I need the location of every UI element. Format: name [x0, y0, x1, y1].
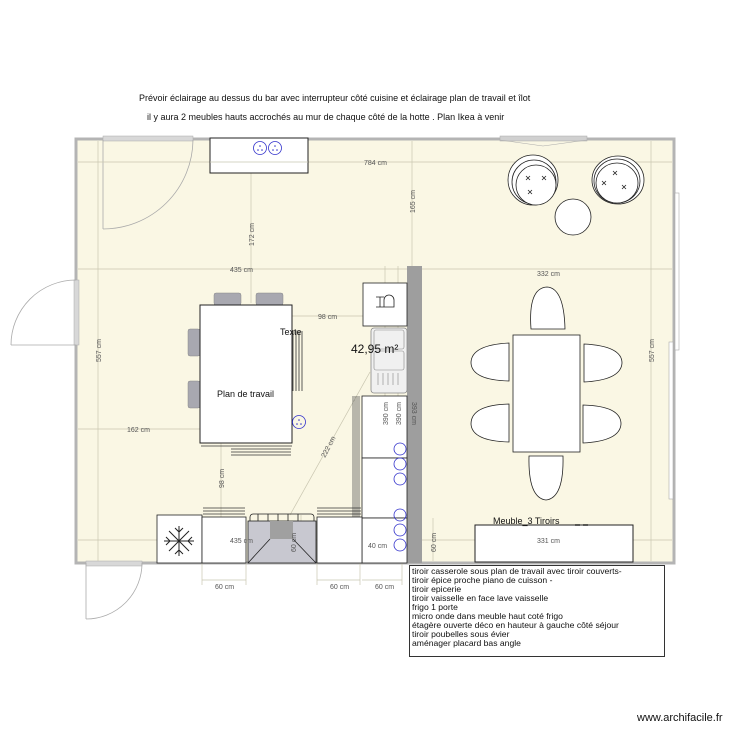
- door-bottom-left[interactable]: [85, 560, 143, 620]
- svg-text:331 cm: 331 cm: [537, 538, 560, 545]
- svg-text:332 cm: 332 cm: [537, 271, 560, 278]
- svg-text:390 cm: 390 cm: [383, 402, 390, 425]
- bar-counter[interactable]: [209, 137, 309, 174]
- todo-item: tiroir vaisselle en face lave vaisselle: [412, 593, 549, 603]
- island[interactable]: [199, 304, 293, 444]
- door-left[interactable]: [10, 279, 80, 346]
- watermark-link[interactable]: www.archifacile.fr: [637, 712, 723, 724]
- island-chairs[interactable]: [187, 292, 284, 409]
- range-hood[interactable]: [247, 513, 317, 564]
- svg-text:60 cm: 60 cm: [375, 584, 394, 591]
- note-wall-cabinets: il y aura 2 meubles hauts accrochés au m…: [147, 112, 505, 122]
- window-top: [499, 135, 588, 147]
- armchair-1[interactable]: [507, 154, 559, 206]
- todo-item: étagère ouverte déco en hauteur à gauche…: [412, 620, 619, 630]
- todo-item: tiroir poubelles sous évier: [412, 629, 510, 639]
- island-label: Plan de travail: [217, 389, 274, 399]
- note-lighting: Prévoir éclairage au dessus du bar avec …: [139, 93, 531, 103]
- svg-text:435 cm: 435 cm: [230, 538, 253, 545]
- socket-icon: [292, 415, 306, 429]
- svg-text:784 cm: 784 cm: [364, 160, 387, 167]
- window-right: [668, 192, 680, 500]
- svg-text:60 cm: 60 cm: [215, 584, 234, 591]
- freezer-icon: [164, 526, 194, 556]
- todo-item: frigo 1 porte: [412, 602, 458, 612]
- svg-text:557 cm: 557 cm: [96, 339, 103, 362]
- svg-text:165 cm: 165 cm: [410, 190, 417, 213]
- svg-text:60 cm: 60 cm: [291, 533, 298, 552]
- texte-label: Texte: [280, 327, 302, 337]
- partition-wall: [407, 266, 422, 563]
- bottom-shelves: [203, 507, 361, 515]
- island-shelves: [201, 331, 303, 456]
- socket-dots: [257, 145, 278, 151]
- todo-item: micro onde dans meuble haut coté frigo: [412, 611, 563, 621]
- armchair-cushion-marks: [525, 170, 627, 195]
- svg-text:60 cm: 60 cm: [431, 533, 438, 552]
- svg-text:40 cm: 40 cm: [368, 543, 387, 550]
- door-top-left[interactable]: [102, 135, 194, 230]
- socket-column: [393, 442, 407, 552]
- armchair-2[interactable]: [591, 155, 645, 205]
- svg-text:435 cm: 435 cm: [230, 267, 253, 274]
- coffee-table[interactable]: [554, 198, 592, 236]
- todo-item: tiroir épice proche piano de cuisson -: [412, 575, 553, 585]
- todo-item: tiroir casserole sous plan de travail av…: [412, 566, 622, 576]
- counter-shelves: [352, 396, 360, 518]
- drawer-unit[interactable]: [474, 524, 634, 563]
- svg-text:393 cm: 393 cm: [410, 402, 417, 425]
- svg-text:98 cm: 98 cm: [318, 314, 337, 321]
- dining-table-set[interactable]: [470, 286, 623, 501]
- sink-icon: [373, 329, 405, 385]
- todo-item: tiroir epicerie: [412, 584, 462, 594]
- svg-text:60 cm: 60 cm: [330, 584, 349, 591]
- svg-text:98 cm: 98 cm: [219, 469, 226, 488]
- todo-notes: tiroir casserole sous plan de travail av…: [409, 565, 665, 657]
- svg-text:172 cm: 172 cm: [249, 223, 256, 246]
- svg-text:557 cm: 557 cm: [649, 339, 656, 362]
- drawer-unit-label: Meuble_3 Tiroirs: [493, 516, 560, 526]
- socket-icon: [253, 141, 282, 155]
- area-label: 42,95 m²: [351, 342, 398, 356]
- dimension-labels: 784 cm 435 cm 332 cm 98 cm 162 cm 435 cm…: [96, 160, 656, 591]
- svg-text:162 cm: 162 cm: [127, 427, 150, 434]
- todo-item: aménager placard bas angle: [412, 638, 521, 648]
- dishwasher-icon: [376, 294, 395, 308]
- svg-text:390 cm: 390 cm: [396, 402, 403, 425]
